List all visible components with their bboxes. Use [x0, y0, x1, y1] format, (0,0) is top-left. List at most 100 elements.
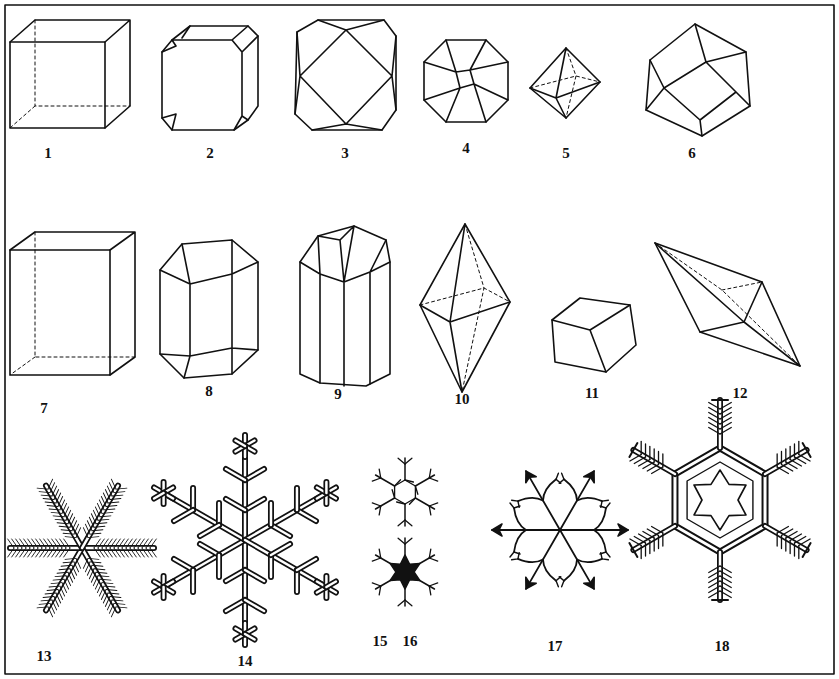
ice-band-core	[765, 526, 807, 550]
snowflake-17	[492, 458, 628, 603]
ice-line	[372, 475, 380, 484]
ice-line	[712, 399, 728, 401]
ice-band	[209, 503, 228, 525]
ice-line	[372, 555, 380, 564]
ice-band-core	[633, 526, 675, 550]
snowflake-arm	[371, 490, 399, 515]
figure-number: 2	[206, 146, 214, 161]
ice-line	[720, 591, 731, 598]
snowflake-arm	[145, 471, 255, 557]
ice-band-core	[271, 539, 290, 561]
ice-band-core	[184, 488, 203, 510]
snowflake-hexagon	[395, 480, 416, 504]
arrow-tip	[618, 524, 628, 536]
ice-band-core	[174, 505, 193, 527]
ice-band-core	[46, 486, 82, 548]
snowflake-14	[145, 435, 346, 645]
ice-band-core	[245, 570, 264, 581]
snowflake-arm	[503, 458, 584, 544]
ice-band-core	[154, 490, 164, 501]
snowflake-core	[390, 555, 419, 589]
ice-line	[398, 600, 405, 606]
ice-line	[376, 586, 384, 595]
ice-line	[372, 580, 380, 589]
ice-band	[765, 450, 807, 474]
ice-line	[415, 498, 434, 509]
ice-line	[405, 600, 412, 606]
leaf-tip	[557, 473, 609, 509]
ice-line	[709, 403, 720, 410]
snowflake-arm	[759, 516, 812, 560]
ice-band-core	[244, 452, 247, 540]
ice-band	[226, 600, 245, 611]
snowflake-arm	[74, 479, 127, 552]
snowflake-18	[628, 400, 812, 600]
ice-band-core	[261, 555, 280, 577]
ice-band-core	[297, 554, 316, 576]
ice-line	[720, 403, 731, 410]
arrow-tip	[521, 468, 536, 483]
ice-line	[426, 549, 434, 558]
ice-band	[235, 441, 245, 447]
ice-line	[376, 475, 395, 486]
octahedron-crystal	[530, 48, 600, 118]
ice-line	[398, 538, 405, 544]
ice-line	[404, 458, 406, 480]
leaf-branch	[514, 508, 526, 552]
figure-number: 16	[403, 634, 418, 649]
snowflake-arm	[628, 516, 681, 560]
ice-band	[245, 499, 264, 510]
figure-number: 3	[341, 146, 349, 161]
ice-line	[709, 591, 720, 598]
ice-line	[629, 543, 637, 557]
ice-line	[150, 539, 156, 548]
ice-line	[37, 484, 48, 494]
ice-band	[245, 469, 264, 480]
ice-band	[322, 482, 332, 493]
ice-band-core	[184, 570, 203, 592]
snowflake-arm	[74, 543, 127, 616]
plate-frame	[5, 5, 834, 674]
ice-band-core	[245, 469, 264, 480]
ice-line	[37, 602, 48, 612]
ice-band-core	[287, 488, 306, 510]
ice-band	[297, 554, 316, 576]
snowflake-arm	[37, 479, 90, 552]
ice-band-core	[226, 570, 245, 581]
ice-band	[242, 452, 248, 540]
figure-number: 15	[373, 634, 388, 649]
figure-number: 7	[40, 401, 48, 416]
snowflake-arm	[759, 440, 812, 484]
ice-line	[803, 443, 811, 457]
snowflake-arm	[537, 458, 618, 544]
cuboctahedron-crystal	[295, 20, 396, 130]
ice-band	[245, 634, 255, 640]
ice-band-core	[245, 499, 264, 510]
snowflake-arm	[410, 469, 438, 494]
ice-line	[8, 548, 14, 557]
ice-line	[803, 543, 811, 557]
rectangular-prism-crystal	[10, 232, 135, 375]
snowflake-13	[8, 479, 157, 617]
ice-line	[376, 549, 384, 558]
ice-band	[287, 570, 306, 592]
ice-band	[159, 587, 169, 598]
ice-band-core	[226, 600, 245, 611]
rhombic-dodecahedron-crystal	[646, 24, 750, 136]
ice-band	[226, 570, 245, 581]
ice-band-core	[200, 520, 219, 542]
ice-band-core	[82, 548, 118, 610]
ice-line	[429, 580, 437, 589]
ice-band	[261, 503, 280, 525]
figure-number: 13	[37, 649, 52, 664]
ice-line	[405, 458, 412, 464]
ice-line	[404, 504, 406, 526]
snowflake-arm	[37, 543, 90, 616]
ice-band-core	[261, 503, 280, 525]
ice-line	[376, 469, 384, 478]
arrow-tip	[521, 577, 536, 592]
snowflake-arm	[82, 539, 156, 557]
snowflake-arm	[372, 468, 400, 493]
figure-number: 4	[462, 141, 470, 156]
